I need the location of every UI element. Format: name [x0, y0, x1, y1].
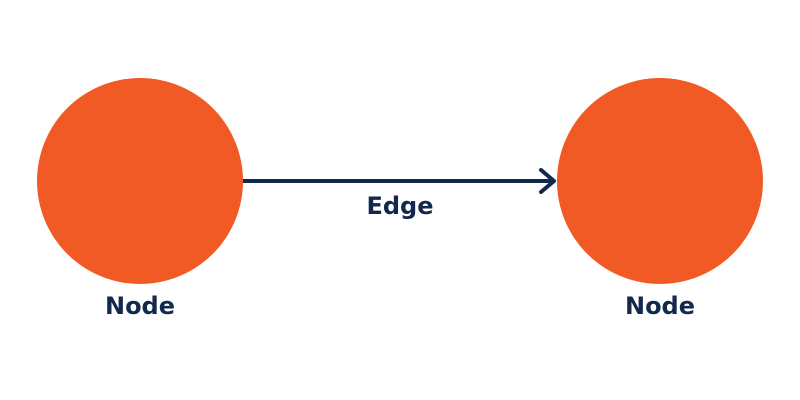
node-label-right: Node: [624, 292, 696, 320]
node-label-left: Node: [104, 292, 176, 320]
node-circle-left: [37, 78, 243, 284]
edge-label: Edge: [366, 192, 434, 220]
edge-arrowhead: [539, 168, 556, 194]
node-circle-right: [557, 78, 763, 284]
